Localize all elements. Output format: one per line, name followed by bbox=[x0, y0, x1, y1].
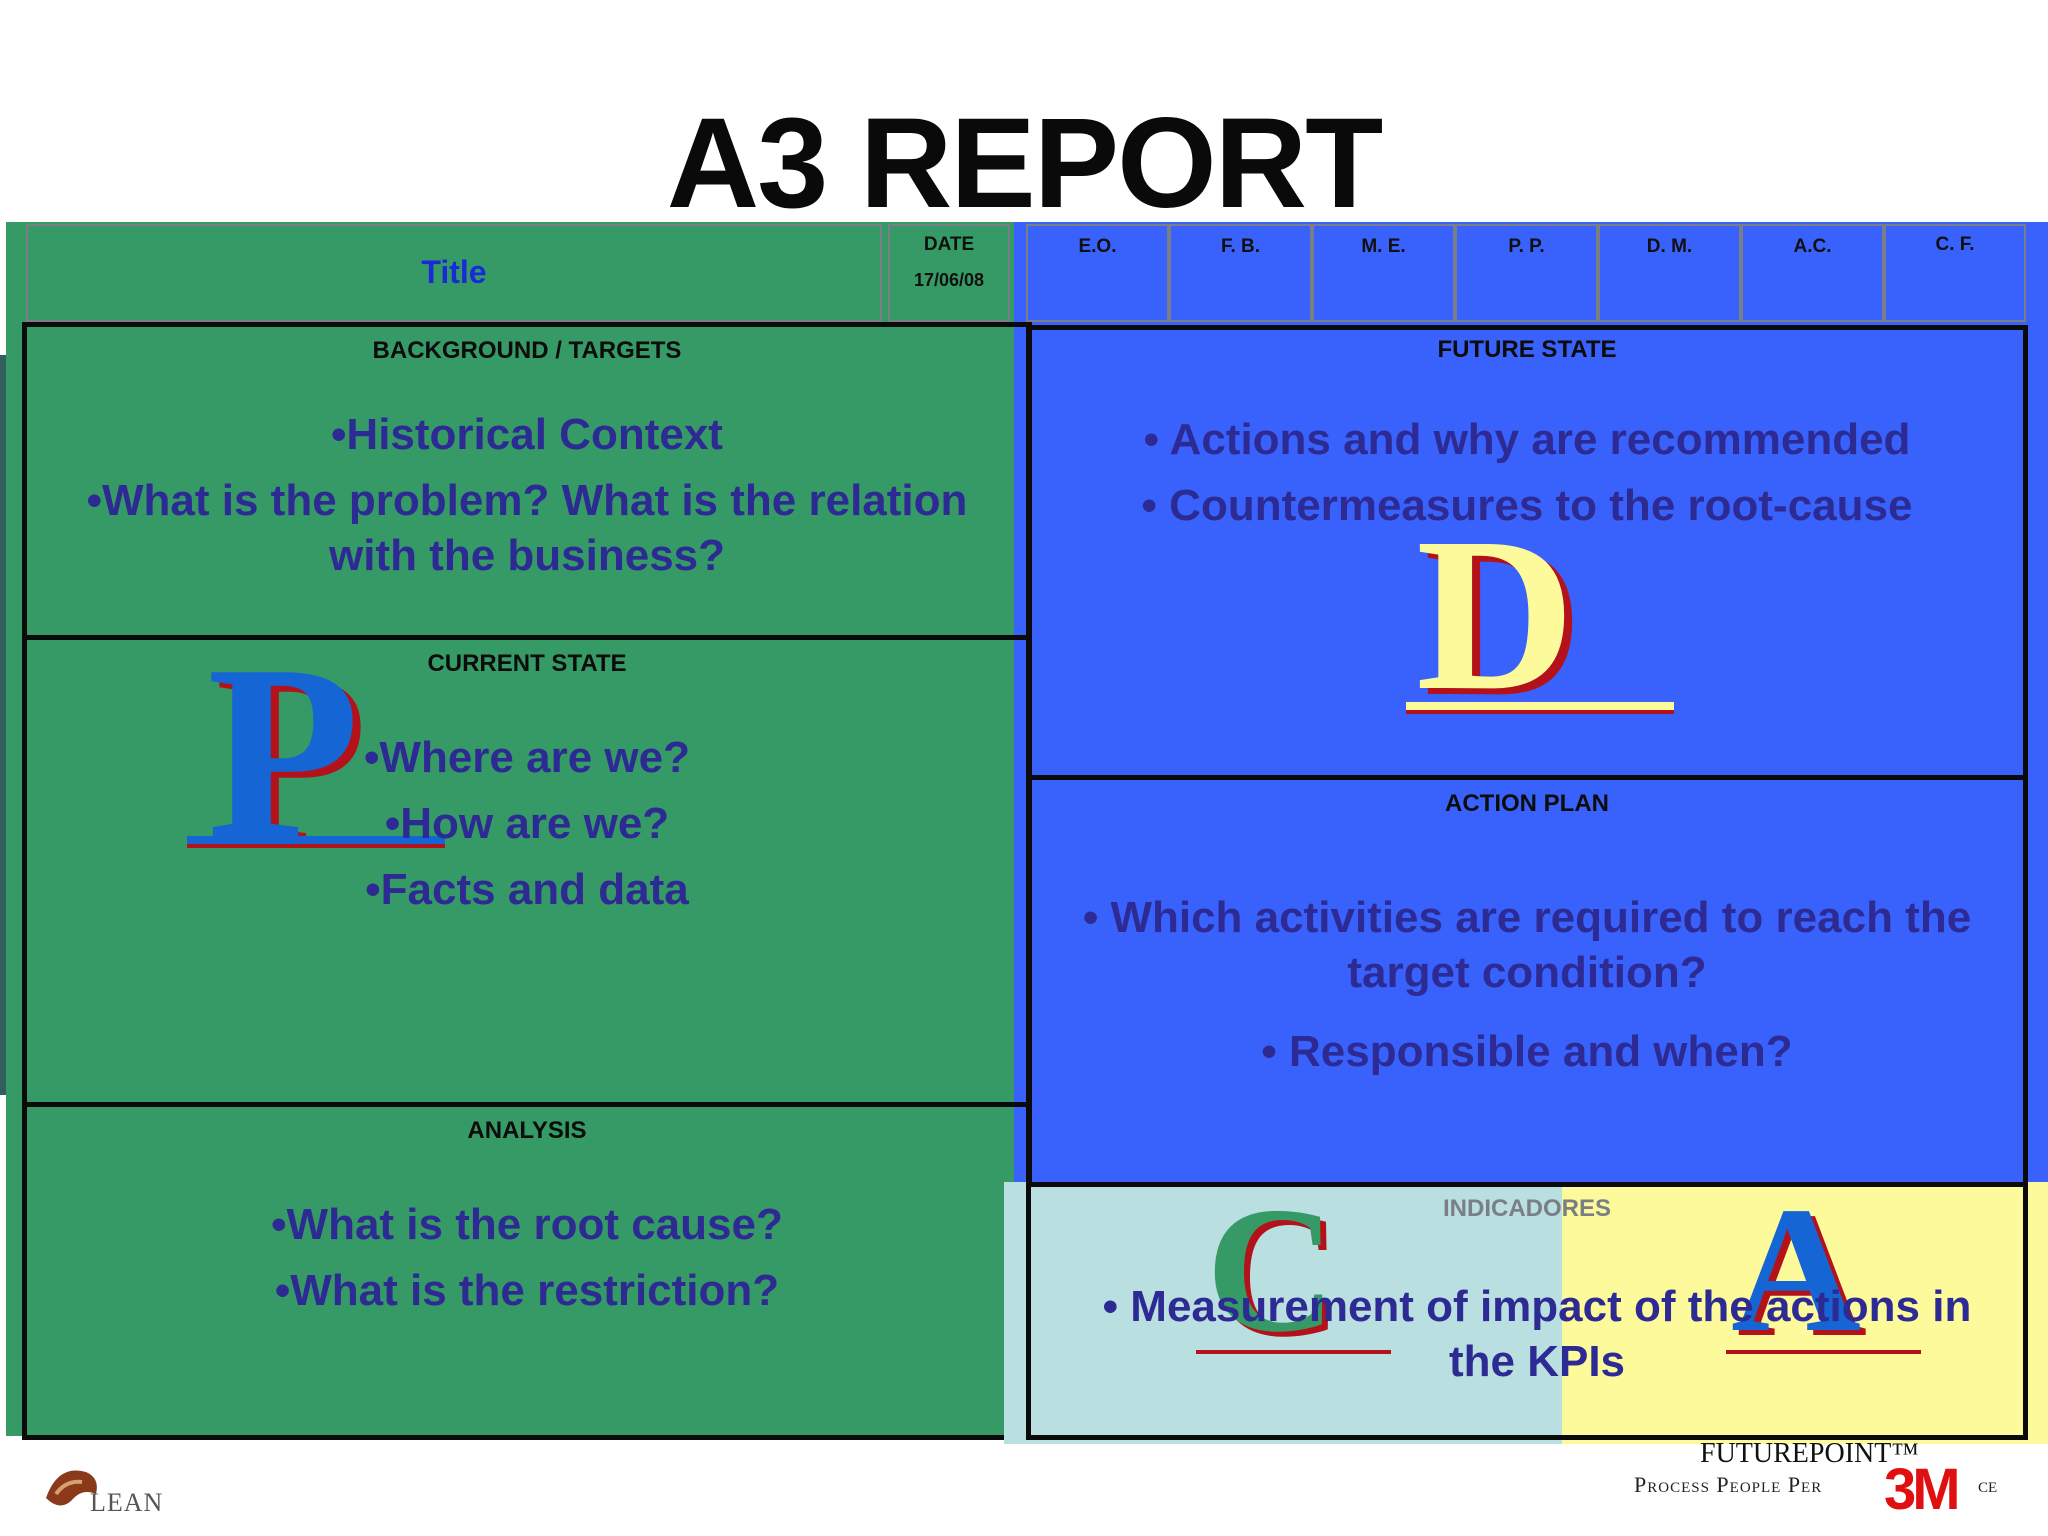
letter-d-underline bbox=[1406, 702, 1674, 714]
letter-p: P bbox=[207, 614, 360, 891]
lean-logo-text: LEAN bbox=[90, 1488, 164, 1517]
letter-c-shadow: C bbox=[1212, 1175, 1342, 1374]
futurepoint-tagline-end: ce bbox=[1978, 1472, 1998, 1497]
lean-logo: LEAN bbox=[38, 1458, 168, 1522]
bullet-text: • Countermeasures to the root-cause bbox=[1141, 481, 1913, 530]
letter-p-underline bbox=[187, 836, 445, 848]
title-cell[interactable]: Title bbox=[26, 224, 882, 322]
header-col-me[interactable]: M. E. bbox=[1312, 224, 1455, 322]
date-cell[interactable]: DATE 17/06/08 bbox=[888, 224, 1010, 322]
bullet-text: •How are we? bbox=[384, 799, 670, 848]
bullet-text: •Where are we? bbox=[364, 733, 690, 782]
header-col-eo[interactable]: E.O. bbox=[1026, 224, 1169, 322]
section-current-state[interactable]: P P CURRENT STATE •Where are we? •How ar… bbox=[22, 628, 1032, 1107]
col-label: A.C. bbox=[1793, 236, 1832, 257]
letter-d: D bbox=[1416, 492, 1575, 736]
section-future-state[interactable]: FUTURE STATE • Actions and why are recom… bbox=[1026, 325, 2028, 780]
lean-logo-icon bbox=[46, 1470, 97, 1506]
bullet-text: • Measurement of impact of the actions i… bbox=[1102, 1282, 1972, 1386]
section-action-plan[interactable]: ACTION PLAN • Which activities are requi… bbox=[1026, 775, 2028, 1187]
title-label: Title bbox=[421, 254, 487, 290]
letter-c-underline bbox=[1196, 1343, 1391, 1354]
bullet-text: •Historical Context bbox=[331, 410, 723, 459]
letter-a-graphic: A A bbox=[1726, 1180, 1931, 1367]
section-label: FUTURE STATE bbox=[1437, 336, 1617, 363]
letter-a: A bbox=[1731, 1170, 1861, 1369]
letter-a-underline bbox=[1726, 1343, 1921, 1354]
futurepoint-tagline: Process People Per bbox=[1634, 1472, 1823, 1497]
section-label: INDICADORES bbox=[1442, 1195, 1611, 1222]
bullet-text: •What is the restriction? bbox=[274, 1266, 780, 1315]
section-label: CURRENT STATE bbox=[427, 650, 627, 677]
date-label: DATE bbox=[923, 234, 975, 255]
date-value: 17/06/08 bbox=[913, 270, 985, 290]
letter-d-graphic: D D bbox=[1406, 504, 1686, 738]
left-green-panel bbox=[6, 222, 1014, 1436]
section-analysis[interactable]: ANALYSIS •What is the root cause? •What … bbox=[22, 1102, 1032, 1440]
section-background-targets[interactable]: BACKGROUND / TARGETS •Historical Context… bbox=[22, 322, 1032, 640]
bullet-text: • Responsible and when? bbox=[1261, 1027, 1793, 1076]
letter-d-shadow: D bbox=[1424, 498, 1583, 742]
header-col-cf[interactable]: C. F. bbox=[1884, 224, 2026, 322]
section-label: BACKGROUND / TARGETS bbox=[372, 337, 682, 364]
letter-a-shadow: A bbox=[1737, 1175, 1867, 1374]
col-label: P. P. bbox=[1508, 236, 1545, 257]
header-col-dm[interactable]: D. M. bbox=[1598, 224, 1741, 322]
section-label: ACTION PLAN bbox=[1445, 790, 1609, 817]
section-label: ANALYSIS bbox=[467, 1117, 587, 1144]
bullet-text: •What is the problem? What is the relati… bbox=[86, 476, 968, 580]
bullet-text: • Which activities are required to reach… bbox=[1082, 893, 1972, 997]
col-label: C. F. bbox=[1935, 234, 1975, 255]
col-label: F. B. bbox=[1220, 236, 1261, 257]
indicators-bg-left bbox=[1004, 1182, 1562, 1444]
bullet-text: •What is the root cause? bbox=[271, 1200, 783, 1249]
letter-c: C bbox=[1206, 1170, 1336, 1369]
letter-c-graphic: C C bbox=[1196, 1180, 1406, 1367]
bullet-text: • Actions and why are recommended bbox=[1143, 415, 1911, 464]
indicators-bg-right bbox=[1562, 1182, 2048, 1444]
col-label: E.O. bbox=[1078, 236, 1117, 257]
col-label: D. M. bbox=[1646, 236, 1693, 257]
bullet-text: •Facts and data bbox=[365, 865, 689, 914]
header-col-fb[interactable]: F. B. bbox=[1169, 224, 1312, 322]
letter-p-graphic: P P bbox=[187, 628, 487, 884]
futurepoint-brand: FUTUREPOINT™ bbox=[1700, 1438, 1919, 1469]
logo-3m: 3M bbox=[1884, 1457, 1961, 1522]
header-col-ac[interactable]: A.C. bbox=[1741, 224, 1884, 322]
report-title: A3 REPORT bbox=[666, 92, 1384, 235]
left-edge-strip bbox=[0, 355, 6, 1095]
header-col-pp[interactable]: P. P. bbox=[1455, 224, 1598, 322]
col-label: M. E. bbox=[1361, 236, 1406, 257]
section-indicators[interactable]: C C A A INDICADORES • Measurement of imp… bbox=[1026, 1180, 2028, 1440]
